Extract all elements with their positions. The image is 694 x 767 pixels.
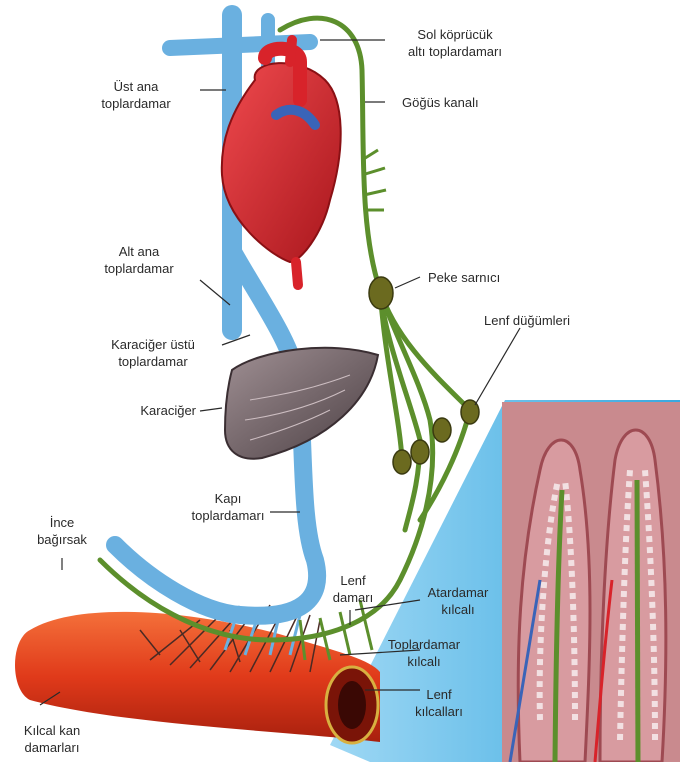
label-lenf-damari: Lenf damarı: [318, 572, 388, 606]
label-line: İnce: [22, 514, 102, 531]
label-gogus-kanali: Göğüs kanalı: [402, 94, 532, 111]
label-line: toplardamar: [76, 95, 196, 112]
label-sol-koprucuk-alti-toplardamari: Sol köprücük altı toplardamarı: [380, 26, 530, 60]
label-line: toplardamar: [84, 260, 194, 277]
label-atardamar-kilcali: Atardamar kılcalı: [408, 584, 508, 618]
label-line: Sol köprücük: [380, 26, 530, 43]
label-line: Üst ana: [76, 78, 196, 95]
villi-panel: [502, 402, 680, 762]
label-line: Lenf: [318, 572, 388, 589]
label-line: altı toplardamarı: [380, 43, 530, 60]
label-toplardamar-kilcali: Toplardamar kılcalı: [368, 636, 480, 670]
label-line: damarı: [318, 589, 388, 606]
label-line: Kılcal kan: [4, 722, 100, 739]
label-line: Alt ana: [84, 243, 194, 260]
label-peke-sarnici: Peke sarnıcı: [428, 269, 548, 286]
label-line: Kapı: [184, 490, 272, 507]
label-line: Karaciğer üstü: [86, 336, 220, 353]
label-line: kılcalı: [408, 601, 508, 618]
label-kapi-toplardamari: Kapı toplardamarı: [184, 490, 272, 524]
label-line: damarları: [4, 739, 100, 756]
label-lenf-kilcallari: Lenf kılcalları: [398, 686, 480, 720]
label-line: bağırsak: [22, 531, 102, 548]
liver: [225, 348, 378, 459]
lymph-nodes: [369, 277, 479, 474]
label-line: kılcalı: [368, 653, 480, 670]
label-karaciger: Karaciğer: [100, 402, 196, 419]
label-karaciger-ustu-toplardamar: Karaciğer üstü toplardamar: [86, 336, 220, 370]
label-alt-ana-toplardamar: Alt ana toplardamar: [84, 243, 194, 277]
label-line: Lenf: [398, 686, 480, 703]
label-line: Toplardamar: [368, 636, 480, 653]
label-line: toplardamar: [86, 353, 220, 370]
label-line: Atardamar: [408, 584, 508, 601]
label-lenf-dugumleri: Lenf düğümleri: [484, 312, 624, 329]
label-ust-ana-toplardamar: Üst ana toplardamar: [76, 78, 196, 112]
label-ince-bagirsak: İnce bağırsak: [22, 514, 102, 548]
label-line: kılcalları: [398, 703, 480, 720]
label-line: toplardamarı: [184, 507, 272, 524]
label-kilcal-kan-damarlari: Kılcal kan damarları: [4, 722, 100, 756]
